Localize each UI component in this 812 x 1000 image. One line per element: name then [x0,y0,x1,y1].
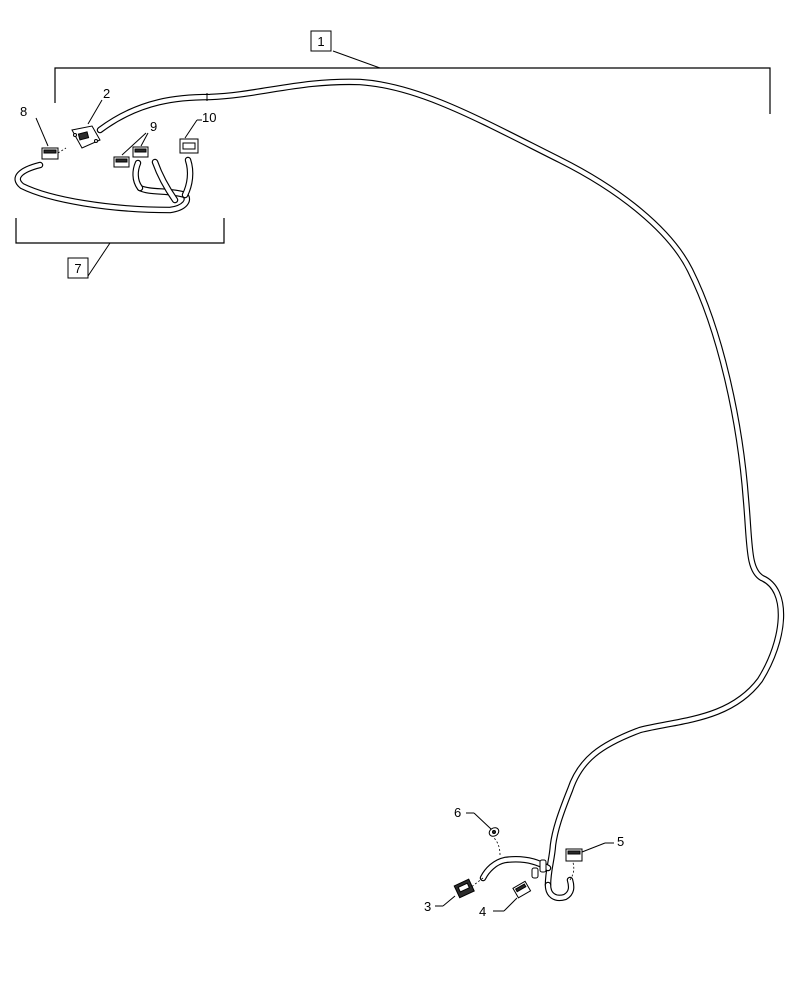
callout-9: 9 [150,119,157,134]
lower-branch-cable [469,837,575,902]
callout-3: 3 [424,899,431,914]
cable-clips [531,859,547,879]
callout-5: 5 [617,834,624,849]
connector-4: 4 [479,880,532,919]
assembly-bracket-7: 7 [15,218,225,279]
ground-terminal-6: 6 [454,805,500,837]
callout-1: 1 [317,34,324,49]
connector-5: 5 [565,834,624,862]
callout-7: 7 [74,261,81,276]
callout-10: 10 [202,110,216,125]
callout-4: 4 [479,904,486,919]
sub-harness-cable [14,156,194,214]
connector-2: 2 [71,86,110,149]
assembly-bracket-1: 1 [54,30,771,114]
connector-8: 8 [20,104,67,160]
callout-6: 6 [454,805,461,820]
connector-10: 10 [179,110,216,154]
connector-3: 3 [424,878,475,914]
callout-2: 2 [103,86,110,101]
callout-8: 8 [20,104,27,119]
main-harness-cable [96,78,785,889]
connector-9: 9 [113,119,157,168]
